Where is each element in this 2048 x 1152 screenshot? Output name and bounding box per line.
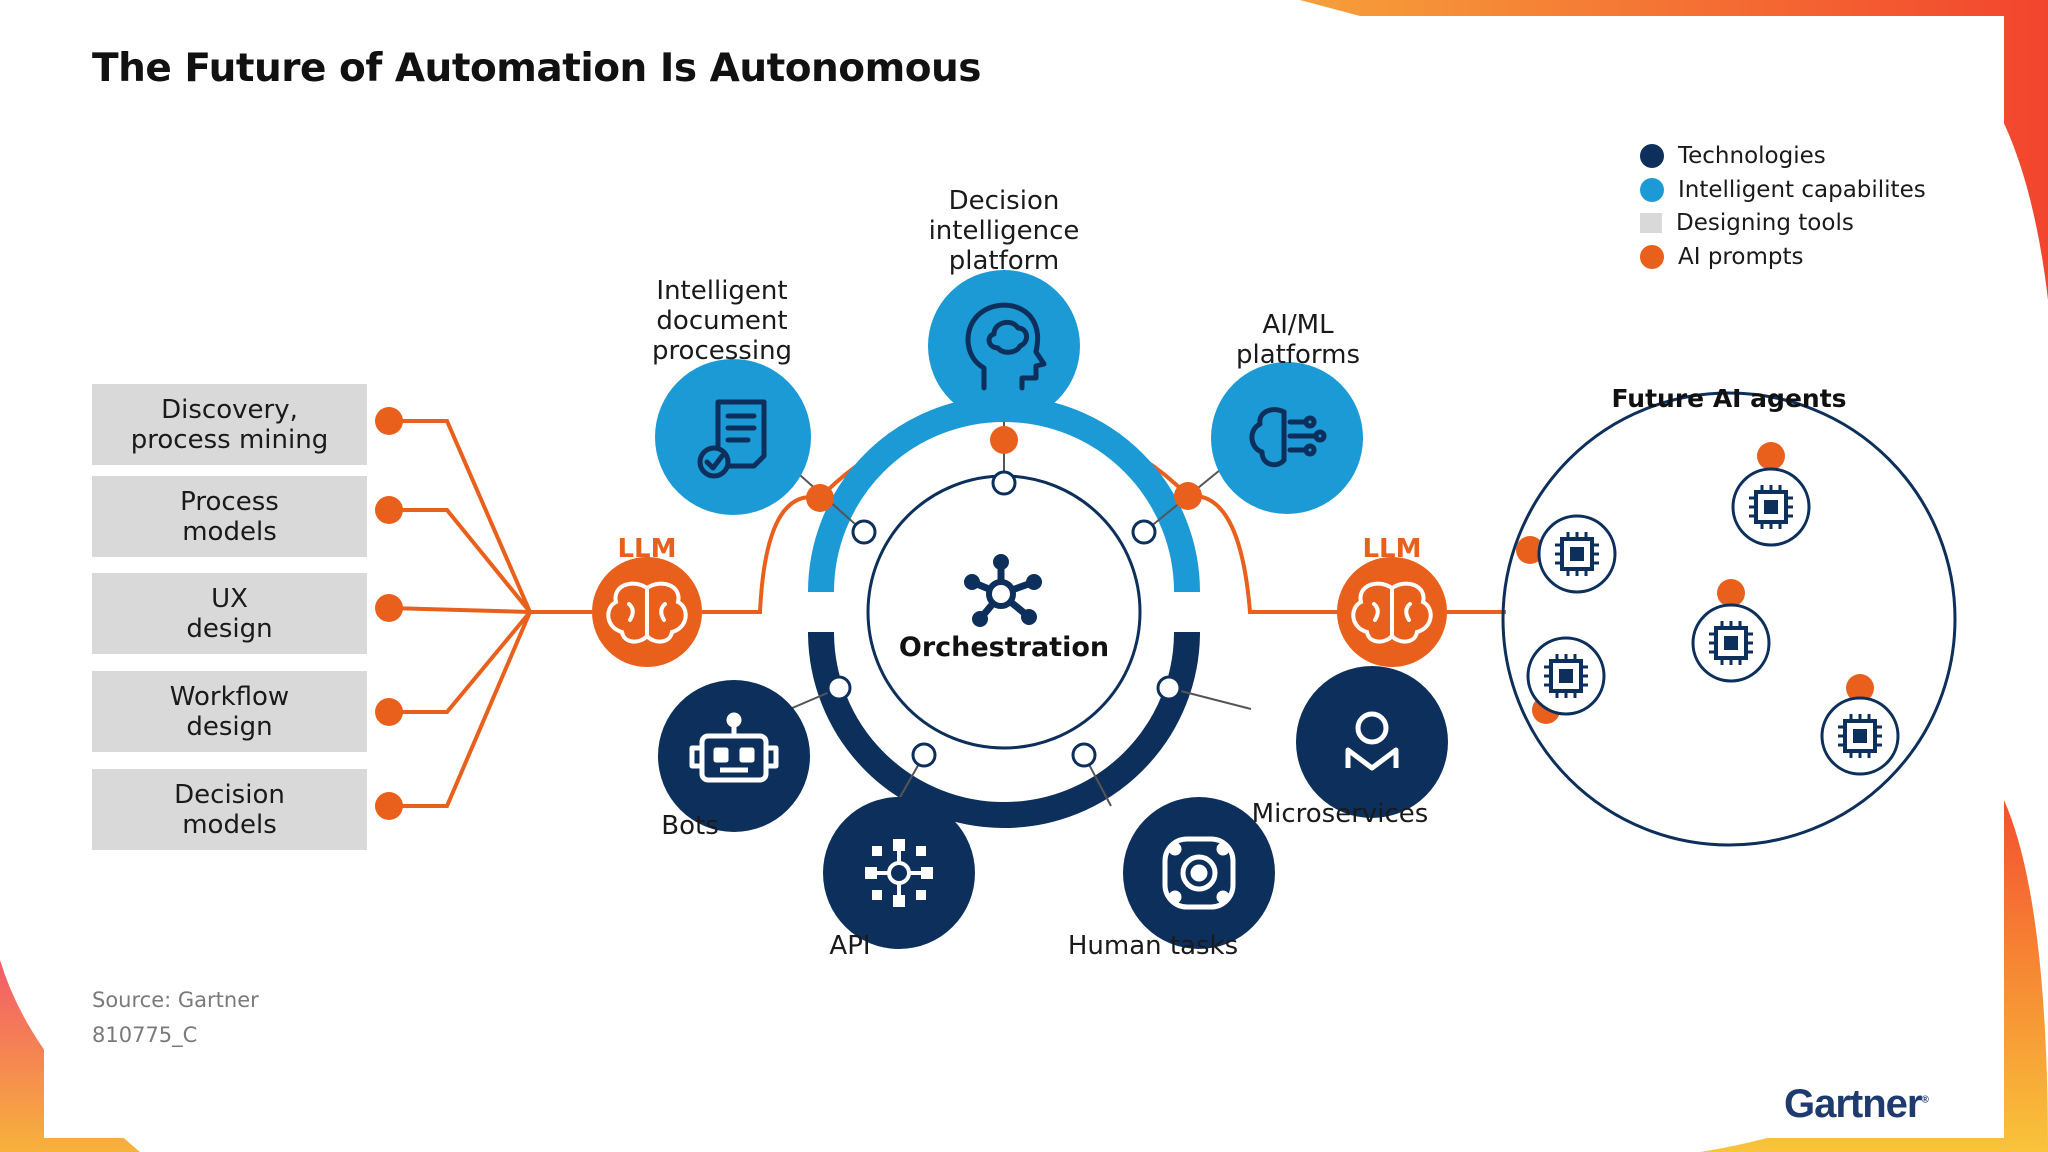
page-title: The Future of Automation Is Autonomous [92,46,982,91]
spoke-microservices [1168,687,1252,710]
connector-arc-to-llm-right [1187,493,1340,614]
prompt-dot-discovery [375,407,403,435]
junction-dot [991,470,1017,496]
future-agents-title: Future AI agents [1611,384,1847,413]
label-microservices: Microservices [1251,799,1429,829]
brain-circuit-icon [1211,362,1363,514]
network-hub-icon [964,554,1042,627]
prompt-dot-decision-models [375,792,403,820]
technology-ring-arc [808,631,1200,828]
legend-label: Intelligent capabilites [1678,177,1926,203]
person-icon [1296,666,1448,818]
legend-label: AI prompts [1678,244,1804,270]
legend-swatch-technologies [1640,144,1664,168]
design-box-discovery: Discovery, process mining [92,384,367,465]
legend-swatch-designing-tools [1640,213,1662,233]
orchestration-label: Orchestration [898,632,1110,663]
legend-item-ai-prompts: AI prompts [1640,243,1803,271]
prompt-dot-arc-left [806,484,834,512]
connector-llm-left-to-arc [702,494,821,614]
llm-label-right: LLM [1362,534,1422,564]
corner-swoosh-bottom-left [0,960,140,1152]
junction-dot [1156,675,1182,701]
legend-item-technologies: Technologies [1640,142,1826,170]
design-box-ux-design: UX design [92,573,367,654]
connector-workflow-design [389,610,532,714]
head-brain-icon [928,270,1080,422]
brand-wordmark: Gartner [1784,1082,1922,1126]
connector-decision-models [389,611,532,808]
design-box-decision-models: Decision models [92,769,367,850]
legend-label: Technologies [1678,143,1826,169]
junction-dot [851,519,877,545]
legend-swatch-ai-prompts [1640,245,1664,269]
junction-dot [826,675,852,701]
legend-item-designing-tools: Designing tools [1640,209,1854,237]
chip-icon [1731,467,1811,547]
legend-swatch-intelligent [1640,178,1664,202]
label-human-tasks: Human tasks [1067,931,1239,961]
label-aiml-platforms: AI/ML platforms [1235,310,1361,370]
connector-discovery [389,419,532,613]
source-note: Source: Gartner [92,988,259,1012]
connector-ux-design [388,606,531,614]
prompt-dot-arc-right [1174,482,1202,510]
connector-process-models [389,508,532,614]
cog-icon [1123,797,1275,949]
legend-label: Designing tools [1676,210,1854,236]
future-agents-circle [1501,391,1957,847]
infographic-card: The Future of Automation Is Autonomous T… [44,16,2004,1138]
legend-item-intelligent: Intelligent capabilites [1640,176,1926,204]
junction-dot [911,742,937,768]
registered-mark: ® [1921,1094,1929,1106]
agent-prompt-dot [1516,536,1544,564]
agent-prompt-dot [1717,579,1745,607]
llm-label-left: LLM [617,534,677,564]
orchestration-core [866,474,1142,750]
brain-icon [592,557,702,667]
prompt-dot-arc-top [990,426,1018,454]
agent-prompt-dot [1846,674,1874,702]
chip-icon [1691,603,1771,683]
prompt-dot-ux-design [375,594,403,622]
gartner-logo: Gartner® [1784,1082,1929,1127]
junction-dot [1071,742,1097,768]
chip-icon [1820,696,1900,776]
document-id: 810775_C [92,1023,198,1047]
design-box-process-models: Process models [92,476,367,557]
agent-prompt-dot [1757,442,1785,470]
chip-icon [1526,636,1606,716]
label-bots: Bots [661,811,719,841]
label-api: API [829,931,871,961]
prompt-dot-workflow-design [375,698,403,726]
label-decision-intelligence-platform: Decision intelligence platform [928,186,1080,276]
brain-icon [1337,557,1447,667]
junction-dot [1131,519,1157,545]
api-gear-icon [823,797,975,949]
prompt-dot-process-models [375,496,403,524]
chip-icon [1537,514,1617,594]
label-intelligent-document-processing: Intelligent document processing [651,276,793,366]
design-box-workflow-design: Workflow design [92,671,367,752]
document-check-icon [655,359,811,515]
robot-icon [658,680,810,832]
automation-diagram [375,270,1957,949]
